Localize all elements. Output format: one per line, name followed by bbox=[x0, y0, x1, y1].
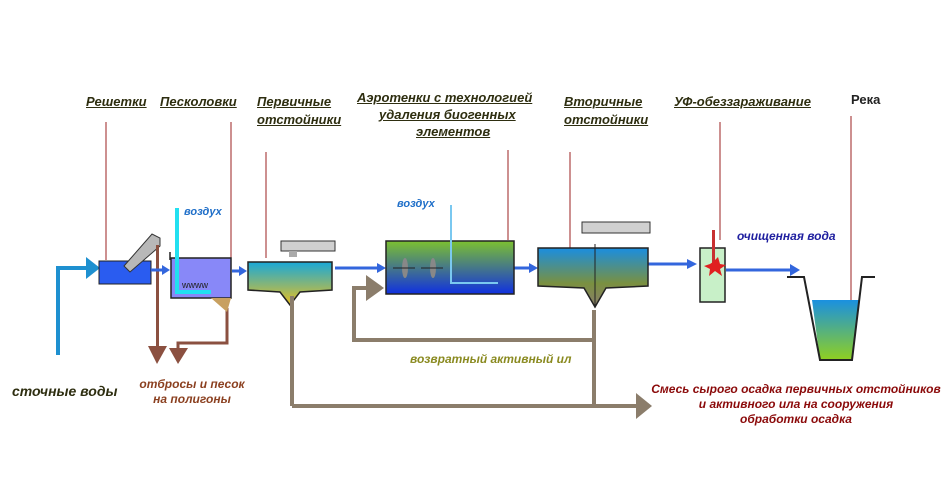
label-treated-water: очищенная вода bbox=[737, 229, 836, 243]
leader-lines bbox=[105, 116, 852, 320]
label-aeration-3: элементов bbox=[416, 124, 491, 139]
label-return-sludge: возвратный активный ил bbox=[410, 352, 572, 366]
label-sand-traps: Песколовки bbox=[160, 94, 237, 109]
waste-lines bbox=[148, 245, 229, 364]
secondary-clarifier-unit bbox=[537, 221, 651, 309]
label-primary-clarifiers-2: отстойники bbox=[257, 112, 342, 127]
uv-unit bbox=[699, 230, 726, 303]
label-sludge-mix-1: Смесь сырого осадка первичных отстойнико… bbox=[651, 382, 941, 396]
label-screens: Решетки bbox=[86, 94, 147, 109]
label-river: Река bbox=[851, 92, 881, 107]
primary-clarifier-unit bbox=[247, 240, 336, 406]
label-wastewater: сточные воды bbox=[12, 383, 118, 399]
return-sludge-line bbox=[352, 275, 596, 342]
sand-trap-unit: wwww bbox=[169, 208, 232, 312]
label-waste-1: отбросы и песок bbox=[139, 377, 245, 391]
label-sludge-mix-2: и активного ила на сооружения bbox=[698, 397, 894, 411]
river bbox=[787, 276, 875, 361]
flow-arrows bbox=[151, 259, 800, 276]
label-waste-2: на полигоны bbox=[153, 392, 231, 406]
sludge-mix-line bbox=[292, 340, 652, 419]
label-primary-clarifiers-1: Первичные bbox=[257, 94, 332, 109]
label-uv: УФ-обеззараживание bbox=[674, 94, 811, 109]
label-secondary-clarifiers-2: отстойники bbox=[564, 112, 649, 127]
label-air-sand: воздух bbox=[184, 206, 222, 218]
label-aeration-1: Аэротенки с технологией bbox=[357, 90, 533, 105]
inlet-pipe bbox=[56, 257, 100, 355]
label-secondary-clarifiers-1: Вторичные bbox=[564, 94, 643, 109]
screens-unit bbox=[98, 233, 161, 285]
label-sludge-mix-3: обработки осадка bbox=[740, 412, 852, 426]
label-air-aeration: воздух bbox=[397, 198, 435, 210]
svg-text:wwww: wwww bbox=[181, 280, 208, 290]
label-aeration-2: удаления биогенных bbox=[379, 107, 516, 122]
aeration-tank-unit bbox=[385, 205, 515, 295]
